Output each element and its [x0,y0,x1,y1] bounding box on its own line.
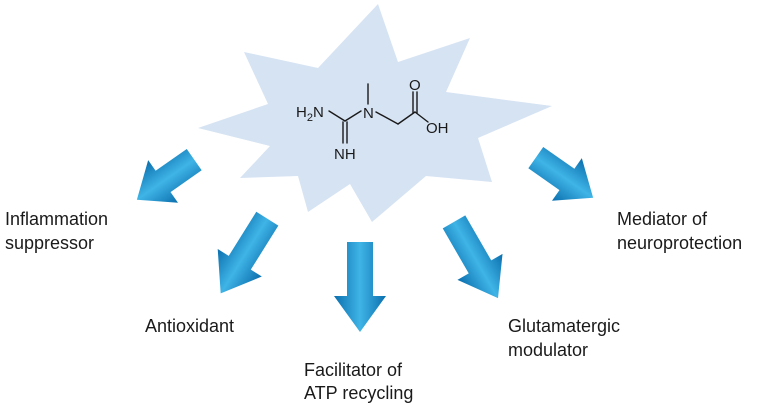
hydroxyl-group-label: OH [426,120,449,137]
label-inflammation-suppressor: Inflammation suppressor [5,209,113,253]
label-antioxidant: Antioxidant [145,316,234,336]
label-facilitator-atp: Facilitator of ATP recycling [304,360,413,403]
arrow-neuroprotection-icon [528,146,594,201]
arrow-group [136,146,594,332]
bond-c-oh [414,111,429,123]
bond-ch2-c [397,111,416,125]
tertiary-nitrogen-label: N [363,105,374,122]
arrow-glutamatergic-icon [442,215,503,299]
label-glutamatergic-modulator: Glutamatergic modulator [508,316,625,360]
arrow-antioxidant-icon [217,211,279,294]
bond-n-ch2 [375,111,399,125]
label-mediator-neuroprotection: Mediator of neuroprotection [617,209,742,253]
imine-group-label: NH [334,146,356,163]
molecule-structure: H2N N NH O OH [296,77,449,163]
arrow-inflammation-icon [136,148,202,203]
role-labels: Inflammation suppressor Antioxidant Faci… [5,209,742,403]
arrow-atp-recycling-icon [334,242,386,332]
bond-c-n [344,110,362,122]
amine-group-label: H2N [296,104,324,124]
carbonyl-oxygen-label: O [409,77,421,94]
starburst-background [198,4,552,222]
bond-c-nh2 [328,110,346,122]
